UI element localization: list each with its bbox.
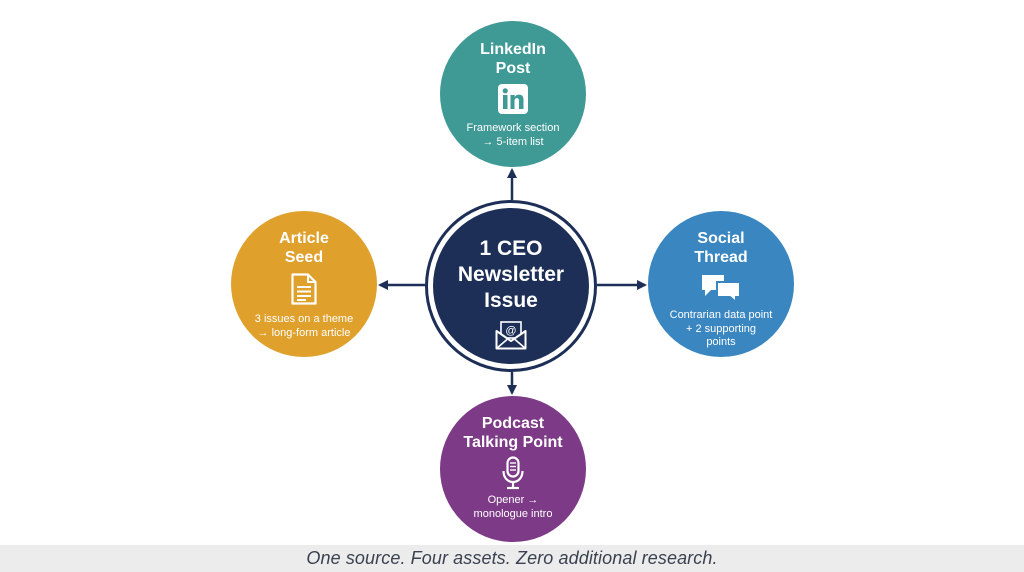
node-title: Article Seed xyxy=(279,230,329,266)
email-envelope-icon: @ xyxy=(495,321,527,350)
chat-bubbles-icon xyxy=(702,275,741,303)
svg-text:@: @ xyxy=(505,325,516,337)
node-title: Podcast Talking Point xyxy=(463,415,563,451)
node-title: LinkedIn Post xyxy=(480,41,546,77)
node-description: Opener → monologue intro xyxy=(473,494,553,520)
node-title: Social Thread xyxy=(694,230,748,266)
node-description: Contrarian data point + 2 supporting poi… xyxy=(669,309,773,348)
caption-text: One source. Four assets. Zero additional… xyxy=(306,548,718,568)
caption-bar: One source. Four assets. Zero additional… xyxy=(0,545,1024,572)
microphone-icon xyxy=(502,456,524,490)
node-description: Framework section → 5-item list xyxy=(466,122,560,148)
connector-arrows xyxy=(378,168,647,395)
article-seed-node: Article Seed 3 issues on a theme → long-… xyxy=(231,211,377,357)
center-title: 1 CEO Newsletter Issue xyxy=(457,237,565,312)
podcast-talking-point-node: Podcast Talking Point Opener → monologue… xyxy=(440,396,586,542)
diagram-canvas: LinkedIn Post Framework section → 5-item… xyxy=(231,21,794,542)
linkedin-icon xyxy=(498,84,528,114)
document-icon xyxy=(291,273,317,305)
linkedin-post-node: LinkedIn Post Framework section → 5-item… xyxy=(440,21,586,167)
social-thread-node: Social Thread Contrarian data point + 2 … xyxy=(648,211,794,357)
newsletter-issue-center-node: 1 CEO Newsletter Issue @ xyxy=(433,208,589,364)
node-description: 3 issues on a theme → long-form article xyxy=(254,313,354,339)
